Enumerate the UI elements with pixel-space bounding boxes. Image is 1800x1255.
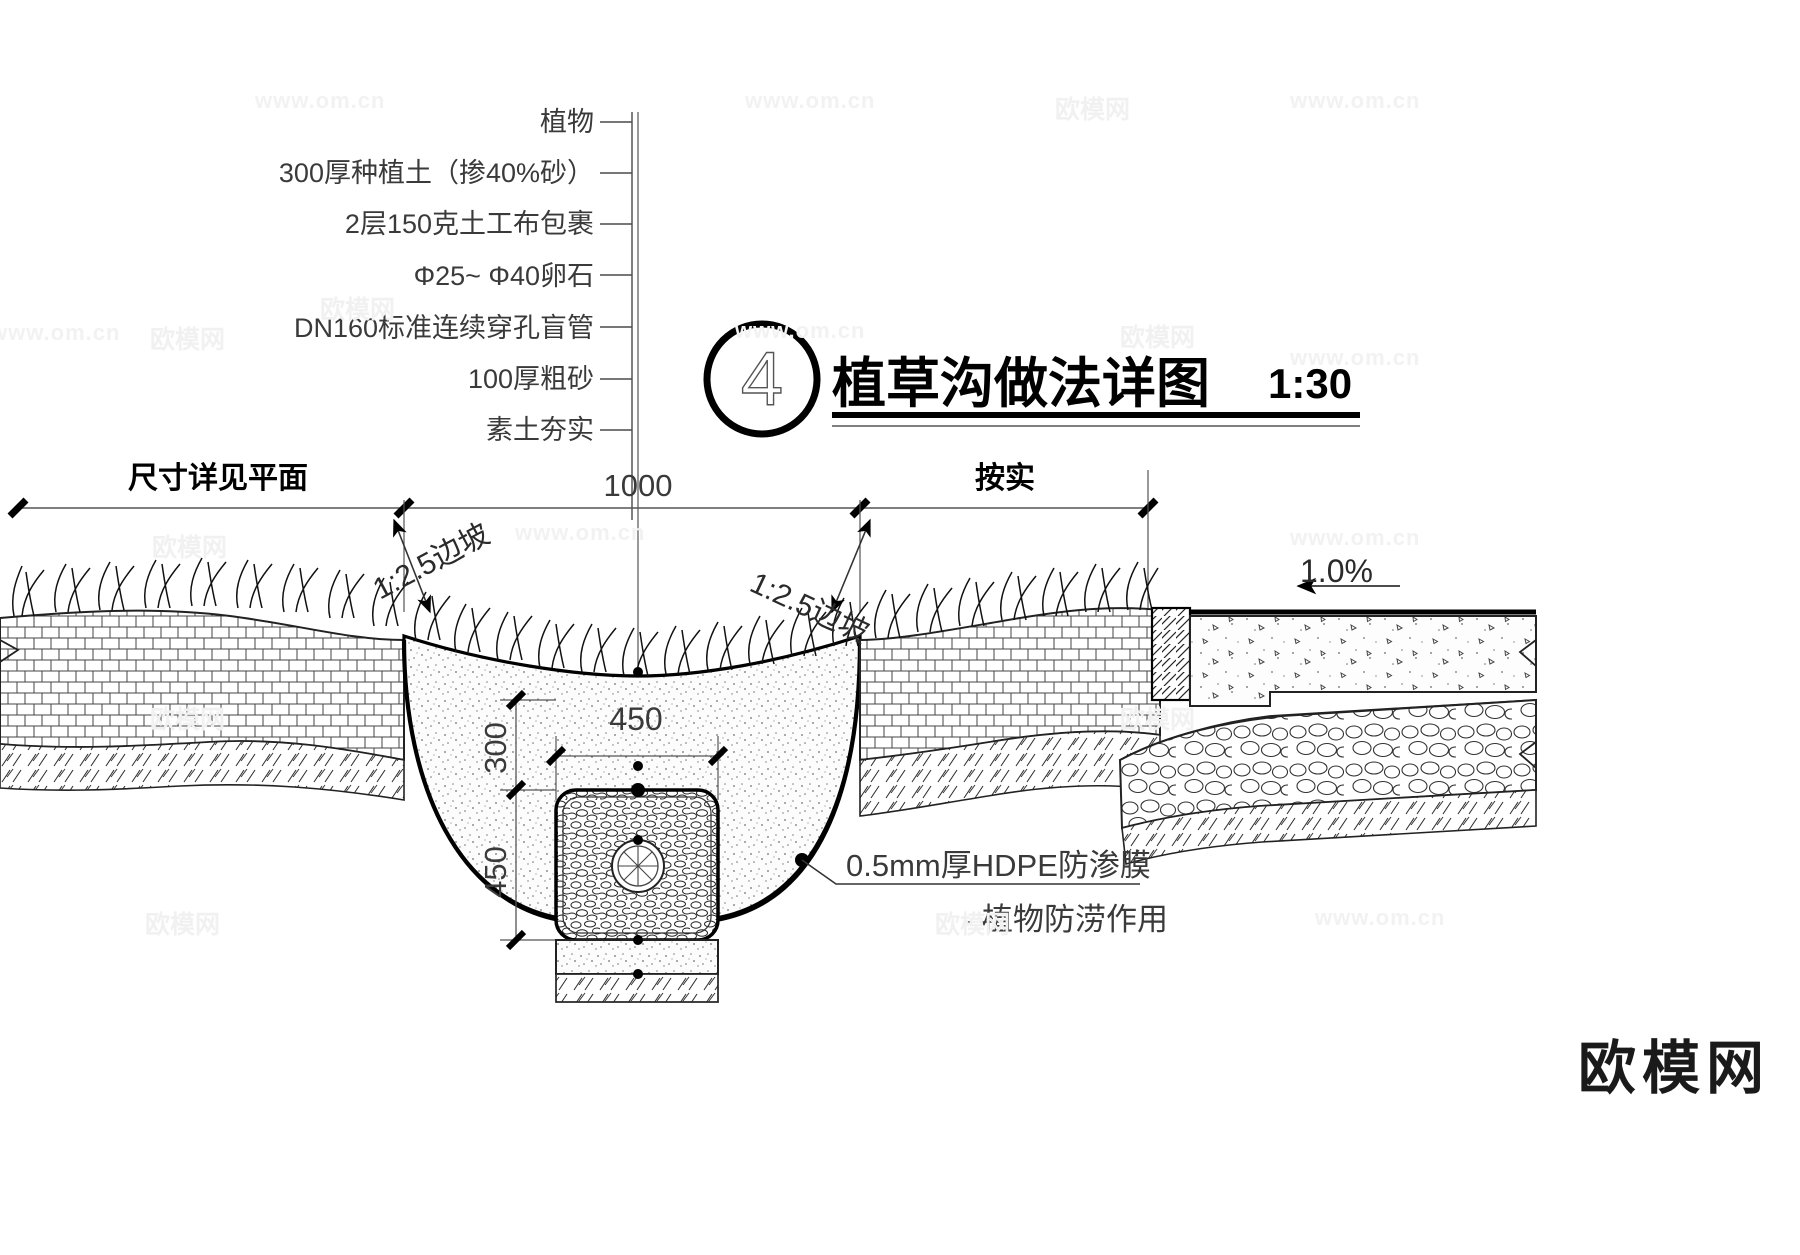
compacted-soil [555, 973, 719, 1003]
callout-pebble: Φ25~ Φ40卵石 [414, 261, 594, 291]
callout-labels: 植物 300厚种植土（掺40%砂） 2层150克土工布包裹 Φ25~ Φ40卵石… [279, 107, 594, 445]
callout-compacted: 素土夯实 [486, 415, 594, 445]
note-hdpe: 0.5mm厚HDPE防渗膜 [846, 848, 1151, 883]
trench-vertical-dimensions [500, 689, 556, 951]
callout-coarse-sand: 100厚粗砂 [468, 364, 594, 394]
dim-trench-depth-upper: 300 [478, 722, 513, 774]
pipe-perforations [618, 846, 658, 886]
callout-perf-pipe: DN160标准连续穿孔盲管 [294, 313, 594, 343]
kerb-block [1150, 606, 1192, 702]
callout-planting-soil: 300厚种植土（掺40%砂） [279, 158, 594, 188]
dim-right-span: 按实 [975, 461, 1035, 496]
dim-left-span: 尺寸详见平面 [128, 461, 308, 496]
pavement-subgrade [1121, 789, 1537, 866]
right-ground-section [859, 607, 1161, 817]
right-slope-annotation: 1:2.5边坡 [745, 518, 874, 650]
centerline-nodes [631, 667, 645, 979]
detail-number: 4 [741, 337, 783, 422]
coarse-sand-bed [555, 939, 719, 975]
hdpe-leader [795, 853, 1140, 885]
detail-number-circle [703, 320, 821, 438]
title-block: 4 植草沟做法详图 1:30 [703, 320, 1360, 438]
brand-logo: 欧模网 [1577, 1034, 1770, 1102]
overall-dimension-string: 尺寸详见平面 1000 按实 [7, 461, 1159, 612]
callout-geotextile: 2层150克土工布包裹 [345, 209, 594, 239]
grade-label: 1.0% [1300, 553, 1373, 589]
left-ground-section [0, 609, 405, 801]
detail-title: 植草沟做法详图 [832, 352, 1210, 415]
trench-width-dimension: 450 [545, 701, 729, 800]
left-slope-label: 1:2.5边坡 [368, 518, 495, 607]
dim-trench-depth-lower: 450 [478, 846, 513, 898]
pavement-section: 1.0% [1118, 553, 1537, 866]
pipe-bedding-assembly [554, 788, 720, 1003]
geotextile-wrap [562, 796, 712, 934]
callout-plants: 植物 [540, 107, 594, 137]
left-slope-annotation: 1:2.5边坡 [368, 518, 495, 614]
note-plant-function: 植物防涝作用 [982, 902, 1168, 937]
detail-scale: 1:30 [1268, 360, 1352, 407]
callout-leader-lines [600, 112, 633, 520]
dim-trench-width: 450 [609, 701, 662, 737]
